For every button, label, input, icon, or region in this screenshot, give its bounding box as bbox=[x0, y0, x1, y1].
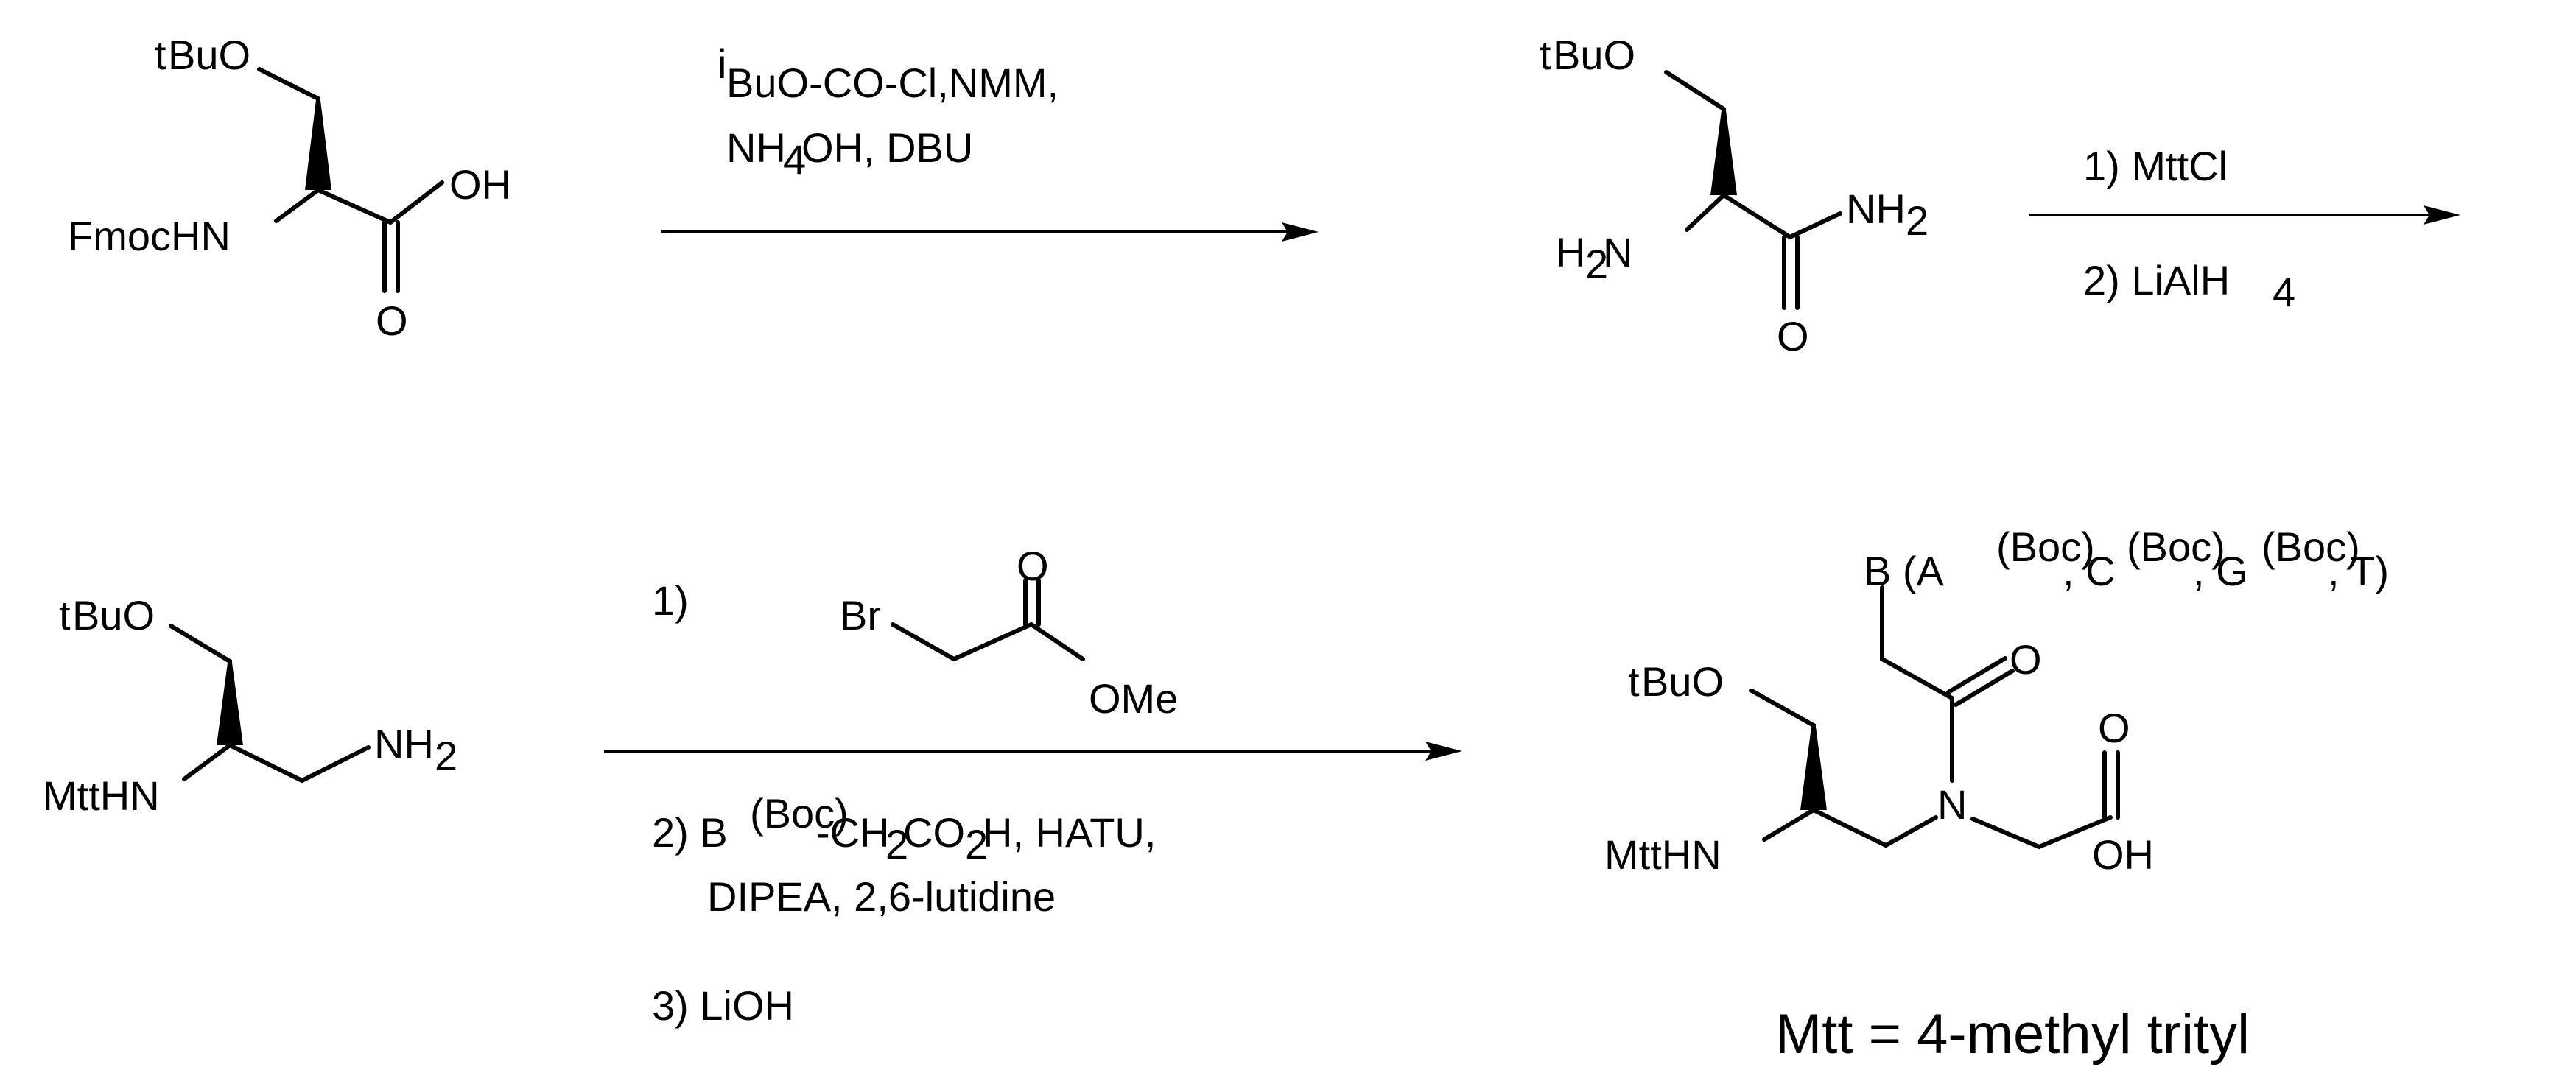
reagents-step-1: i BuO-CO-Cl,NMM, NH 4 OH, DBU bbox=[717, 41, 1059, 183]
atom-label-subscript-2: 2 bbox=[1906, 197, 1929, 244]
bond bbox=[891, 622, 1085, 662]
footnote-mtt-definition: Mtt = 4-methyl trityl bbox=[1775, 1003, 2250, 1066]
atom-label-o: O bbox=[1017, 543, 1049, 589]
reagent-h-hatu: H, HATU, bbox=[983, 809, 1156, 856]
molecule-pna-monomer-product: t BuO MttHN N O O OH B (A (Boc) , C (Boc… bbox=[1604, 524, 2389, 878]
reagent-line-1: 1) MttCl bbox=[2083, 143, 2228, 189]
atom-label-br: Br bbox=[840, 592, 881, 638]
bond bbox=[1762, 808, 1816, 842]
bond bbox=[182, 743, 232, 781]
arrow-head bbox=[1425, 742, 1462, 761]
reagent-boc-superscript: (Boc) bbox=[750, 790, 849, 837]
atom-label-mtthn: MttHN bbox=[1604, 831, 1722, 878]
atom-label-mtthn: MttHN bbox=[43, 772, 160, 819]
reagent-item-1: 1) bbox=[652, 577, 689, 624]
bond bbox=[1970, 815, 2113, 850]
atom-label-subscript-2: 2 bbox=[435, 733, 457, 779]
bond bbox=[1946, 656, 2015, 707]
atom-label-h: H bbox=[1556, 229, 1585, 275]
molecule-methyl-bromoacetate: Br O OMe bbox=[840, 543, 1178, 722]
molecule-ser-tbu-amide: t BuO H 2 N NH 2 O bbox=[1540, 32, 1929, 359]
arrow-head bbox=[2424, 205, 2460, 225]
reagent-subscript-2: 2 bbox=[965, 821, 988, 867]
reagent-item-3: 3) LiOH bbox=[652, 982, 794, 1029]
atom-label-subscript-2: 2 bbox=[1585, 241, 1608, 287]
atom-label-fmochn: FmocHN bbox=[68, 213, 231, 259]
atom-label-o: O bbox=[376, 297, 408, 344]
atom-label-n: N bbox=[1937, 781, 1967, 828]
base-label-c: , C bbox=[2063, 548, 2116, 594]
atom-label-tbuo: BuO bbox=[72, 592, 155, 638]
atom-label-tbuo: BuO bbox=[1553, 32, 1635, 78]
bond bbox=[1722, 193, 1842, 240]
base-label-boc-superscript: (Boc) bbox=[2261, 524, 2360, 570]
bond bbox=[382, 220, 400, 293]
reagent-ch: -CH bbox=[816, 809, 890, 856]
reagent-i-superscript: i bbox=[717, 41, 726, 87]
atom-label-t-superscript: t bbox=[59, 592, 71, 638]
atom-label-t-superscript: t bbox=[1540, 32, 1551, 78]
reagent-nh: NH bbox=[726, 124, 786, 171]
reagent-co: CO bbox=[903, 809, 965, 856]
bond bbox=[1782, 235, 1800, 310]
atom-label-n: N bbox=[1603, 229, 1632, 275]
atom-label-t-superscript: t bbox=[1628, 658, 1640, 705]
bond bbox=[228, 743, 371, 784]
stereo-wedge-bond bbox=[1800, 727, 1827, 810]
reagent-item-2-line-2: DIPEA, 2,6-lutidine bbox=[707, 873, 1056, 920]
atom-label-t-superscript: t bbox=[155, 32, 166, 78]
bond bbox=[1685, 193, 1726, 232]
reagent-item-2: 2) B bbox=[652, 809, 728, 856]
reaction-arrow-1 bbox=[661, 222, 1319, 242]
reagents-step-2: 1) MttCl 2) LiAlH 4 bbox=[2083, 143, 2295, 315]
atom-label-tbuo: BuO bbox=[1641, 658, 1724, 705]
reagent-line-1: BuO-CO-Cl,NMM, bbox=[726, 60, 1059, 106]
bond bbox=[316, 180, 444, 225]
atom-label-o: O bbox=[1777, 313, 1809, 359]
base-label-boc-superscript: (Boc) bbox=[2127, 524, 2225, 570]
bond bbox=[1811, 808, 1938, 848]
reagent-oh-dbu: OH, DBU bbox=[801, 124, 973, 171]
base-label-g: , G bbox=[2193, 548, 2248, 594]
arrow-head bbox=[1282, 222, 1319, 242]
atom-label-oh: OH bbox=[449, 161, 511, 208]
atom-label-o-acid: O bbox=[2098, 705, 2130, 751]
base-label-t: , T) bbox=[2328, 548, 2389, 594]
stereo-wedge-bond bbox=[1710, 110, 1737, 195]
bond bbox=[274, 188, 320, 223]
base-label-b-a: B (A bbox=[1864, 548, 1945, 594]
reagent-subscript-2: 2 bbox=[885, 821, 908, 867]
base-label-boc-superscript: (Boc) bbox=[1996, 524, 2095, 570]
atom-label-tbuo: BuO bbox=[168, 32, 250, 78]
reaction-arrow-2 bbox=[2029, 205, 2460, 225]
reagents-step-3: 1) Br O OMe 2) B (Boc) -CH 2 CO 2 H, HAT… bbox=[652, 543, 1178, 1029]
bond bbox=[2102, 750, 2120, 820]
bond bbox=[1880, 585, 1954, 783]
reaction-arrow-3 bbox=[604, 742, 1462, 761]
molecule-diamine: t BuO MttHN NH 2 bbox=[43, 592, 457, 819]
reagent-line-2: 2) LiAlH bbox=[2083, 257, 2230, 303]
atom-label-o-amide: O bbox=[2010, 636, 2042, 683]
bond bbox=[1023, 578, 1041, 627]
atom-label-ome: OMe bbox=[1089, 675, 1178, 722]
atom-label-oh: OH bbox=[2092, 831, 2154, 878]
stereo-wedge-bond bbox=[305, 100, 331, 190]
molecule-fmoc-ser-tbu-oh: t BuO FmocHN OH O bbox=[68, 32, 511, 344]
reagent-subscript-4: 4 bbox=[783, 136, 806, 183]
reagent-subscript-4: 4 bbox=[2273, 269, 2295, 315]
atom-label-nh: NH bbox=[1846, 186, 1906, 232]
stereo-wedge-bond bbox=[217, 663, 243, 745]
atom-label-nh: NH bbox=[374, 721, 434, 767]
